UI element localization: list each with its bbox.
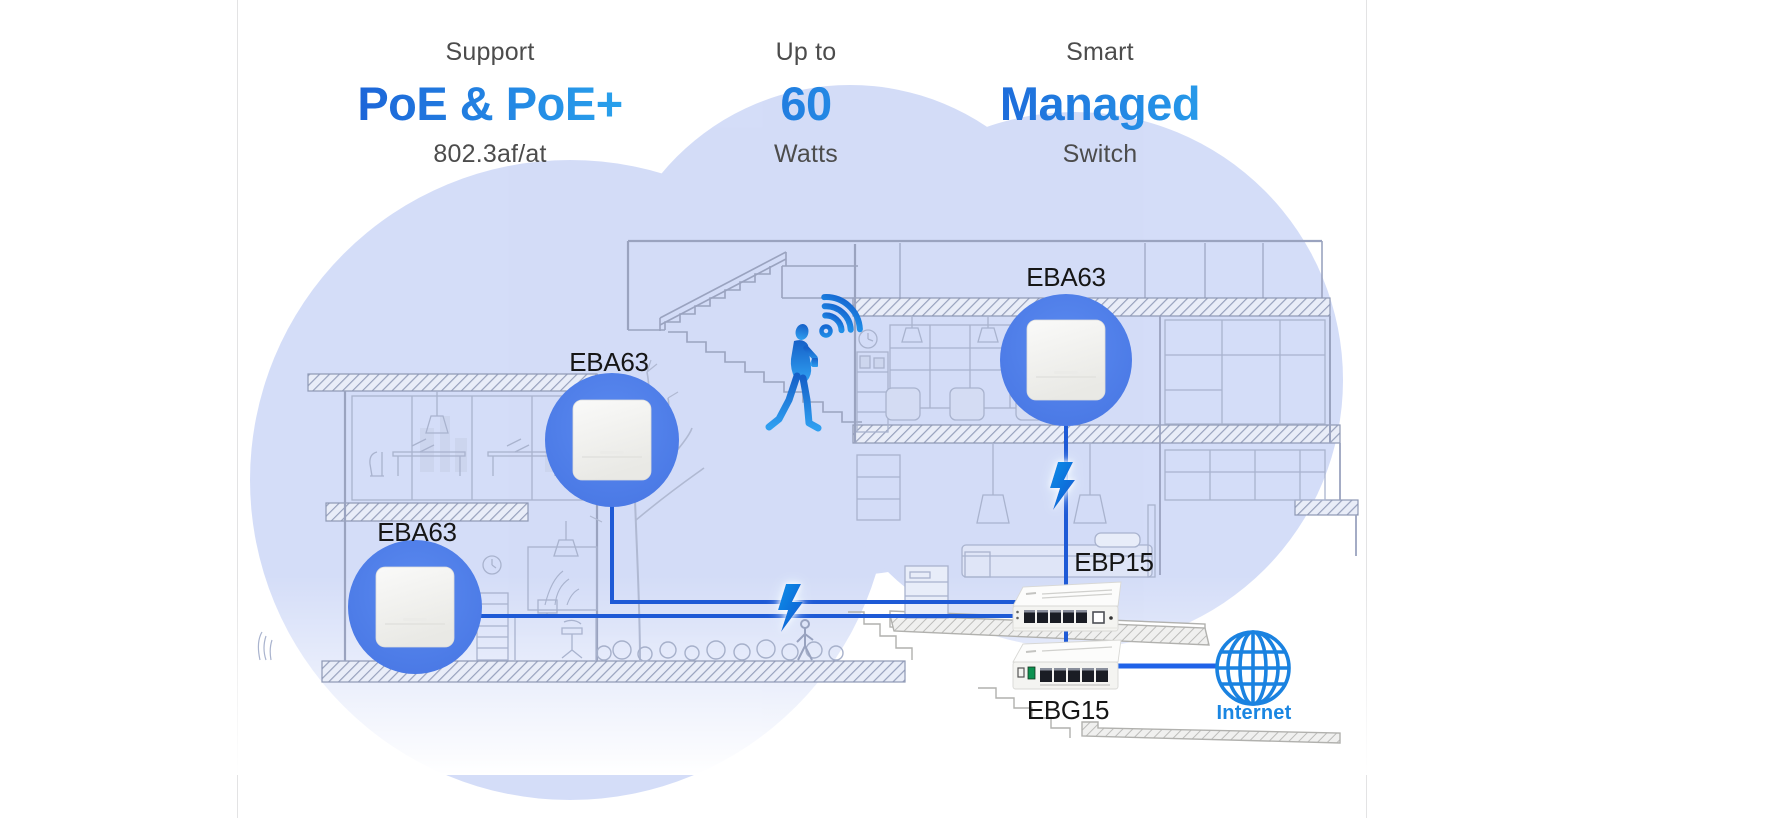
label-gateway: EBG15: [1026, 695, 1110, 725]
poe-switch-device: [1012, 581, 1122, 632]
headline-managed-bottom: Switch: [1062, 140, 1138, 168]
access-point-ground: [348, 540, 482, 674]
headline-poe-top: Support: [445, 38, 535, 66]
headline-watts-top: Up to: [775, 38, 837, 66]
headline-poe-main: PoE & PoE+: [330, 76, 650, 131]
content-left-border: [237, 0, 238, 818]
access-point-mid: [545, 373, 679, 507]
headline-managed-top: Smart: [1066, 38, 1134, 66]
label-switch: EBP15: [1074, 547, 1154, 577]
label-ap-top: EBA63: [1026, 262, 1106, 292]
wifi-signal-icon: [819, 294, 863, 338]
lightning-bolt-icon-left: [778, 584, 803, 632]
label-ap-ground: EBA63: [377, 517, 457, 547]
content-right-border: [1366, 0, 1367, 818]
headline-watts-bottom: Watts: [774, 140, 838, 168]
garden-person: [796, 619, 814, 661]
network-cables: [460, 424, 1218, 669]
headline-poe-bottom: 802.3af/at: [433, 140, 547, 168]
label-internet: Internet: [1216, 702, 1292, 724]
lightning-bolt-icon-right: [1050, 462, 1075, 510]
access-point-top: [1000, 294, 1132, 426]
cable-mid-ap-to-switch: [610, 500, 1016, 604]
person-with-phone-silhouette: [765, 324, 822, 432]
label-ap-mid: EBA63: [569, 347, 649, 377]
headline-managed-main: Managed: [940, 76, 1260, 131]
garden-shrubs: [596, 639, 844, 662]
internet-globe-icon: [1215, 630, 1291, 706]
headline-watts-main: 60: [646, 76, 966, 131]
gateway-device: [1012, 639, 1122, 690]
